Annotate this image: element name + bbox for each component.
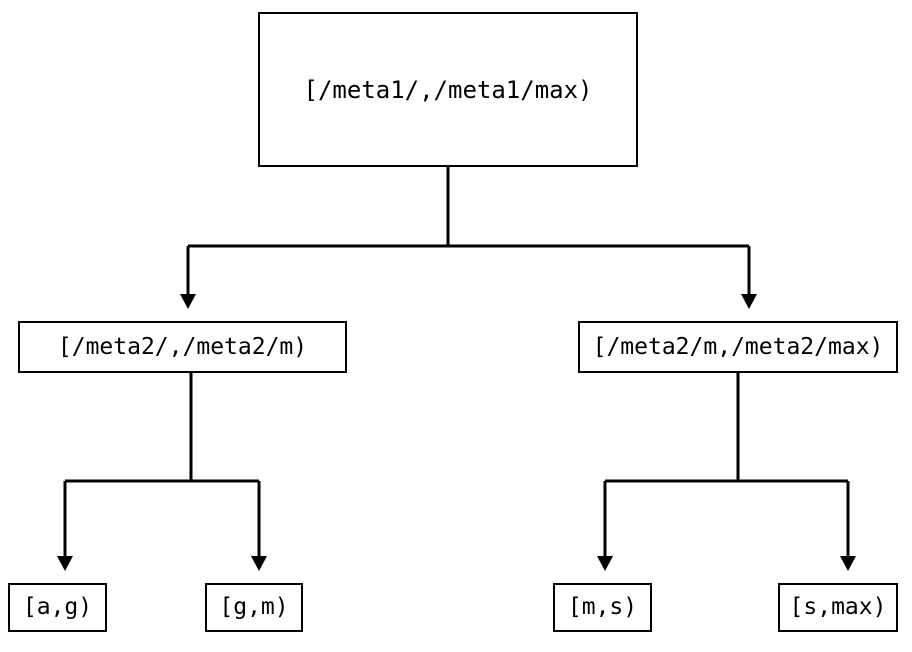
node-leaf-s-max-label: [s,max) <box>789 594 887 620</box>
node-root[interactable]: [/meta1/,/meta1/max) <box>258 12 638 167</box>
node-level2-right[interactable]: [/meta2/m,/meta2/max) <box>578 321 898 373</box>
arrowhead-down-icon <box>597 556 613 571</box>
edge-level2-right-to-leaves <box>597 373 856 571</box>
node-leaf-m-s[interactable]: [m,s) <box>553 583 652 632</box>
arrowhead-down-icon <box>57 556 73 571</box>
node-leaf-g-m-label: [g,m) <box>219 594 289 620</box>
edge-level2-left-to-leaves <box>57 373 267 571</box>
node-leaf-a-g[interactable]: [a,g) <box>8 583 107 632</box>
node-root-label: [/meta1/,/meta1/max) <box>303 75 593 104</box>
node-leaf-a-g-label: [a,g) <box>22 594 93 620</box>
arrowhead-down-icon <box>251 556 267 571</box>
arrowhead-down-icon <box>180 294 196 309</box>
node-level2-left-label: [/meta2/,/meta2/m) <box>57 333 308 360</box>
node-leaf-m-s-label: [m,s) <box>567 594 638 620</box>
node-level2-right-label: [/meta2/m,/meta2/max) <box>592 333 884 360</box>
arrowhead-down-icon <box>840 556 856 571</box>
node-level2-left[interactable]: [/meta2/,/meta2/m) <box>18 321 347 373</box>
arrowhead-down-icon <box>741 294 757 309</box>
edge-root-to-level2 <box>180 167 757 309</box>
node-leaf-s-max[interactable]: [s,max) <box>778 583 898 632</box>
node-leaf-g-m[interactable]: [g,m) <box>205 583 303 632</box>
